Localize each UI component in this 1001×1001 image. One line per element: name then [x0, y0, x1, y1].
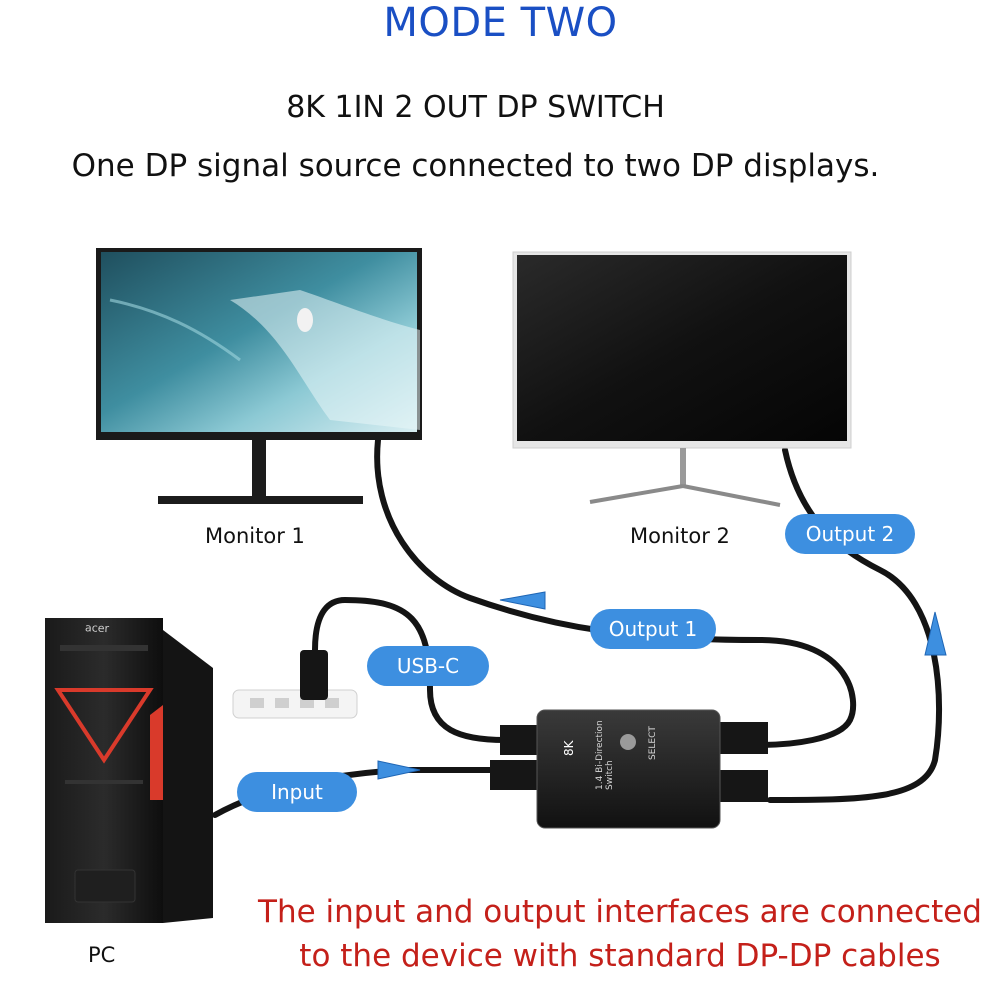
output2-pill: Output 2: [785, 514, 915, 554]
bottom-note: The input and output interfaces are conn…: [230, 890, 1001, 978]
mode-title: MODE TWO: [383, 0, 618, 46]
dp-switch: [490, 709, 768, 829]
bottom-note-line2: to the device with standard DP-DP cables: [299, 938, 941, 974]
select-button-icon: [620, 734, 636, 750]
subtitle: One DP signal source connected to two DP…: [71, 148, 880, 184]
cable-usbc: [312, 596, 508, 743]
arrow-input: [377, 760, 421, 780]
flow-arrows: [377, 591, 947, 780]
usb-plug: [300, 650, 328, 700]
product-title: 8K 1IN 2 OUT DP SWITCH: [286, 90, 665, 125]
pc-brand: acer: [84, 621, 110, 636]
select-label: SELECT: [648, 726, 658, 760]
pc-tower: [45, 618, 213, 923]
switch-text: 1.4 Bi-Direction Switch: [595, 720, 615, 790]
monitor-2-label: Monitor 2: [630, 524, 730, 548]
bottom-note-line1: The input and output interfaces are conn…: [258, 894, 982, 930]
monitor-2-screen: [517, 255, 847, 441]
cable-output2: [767, 447, 943, 803]
switch-badge: 8K: [562, 740, 576, 756]
arrow-output2: [924, 611, 947, 656]
monitor-2: [512, 251, 852, 507]
output1-pill: Output 1: [590, 609, 716, 649]
arrow-output1: [499, 591, 546, 610]
cable-output1: [374, 437, 857, 748]
monitor-1: [96, 248, 422, 504]
pc-label: PC: [88, 943, 116, 967]
monitor-1-label: Monitor 1: [205, 524, 305, 548]
power-strip: [232, 689, 358, 719]
input-pill: Input: [237, 772, 357, 812]
usbc-pill: USB-C: [367, 646, 489, 686]
